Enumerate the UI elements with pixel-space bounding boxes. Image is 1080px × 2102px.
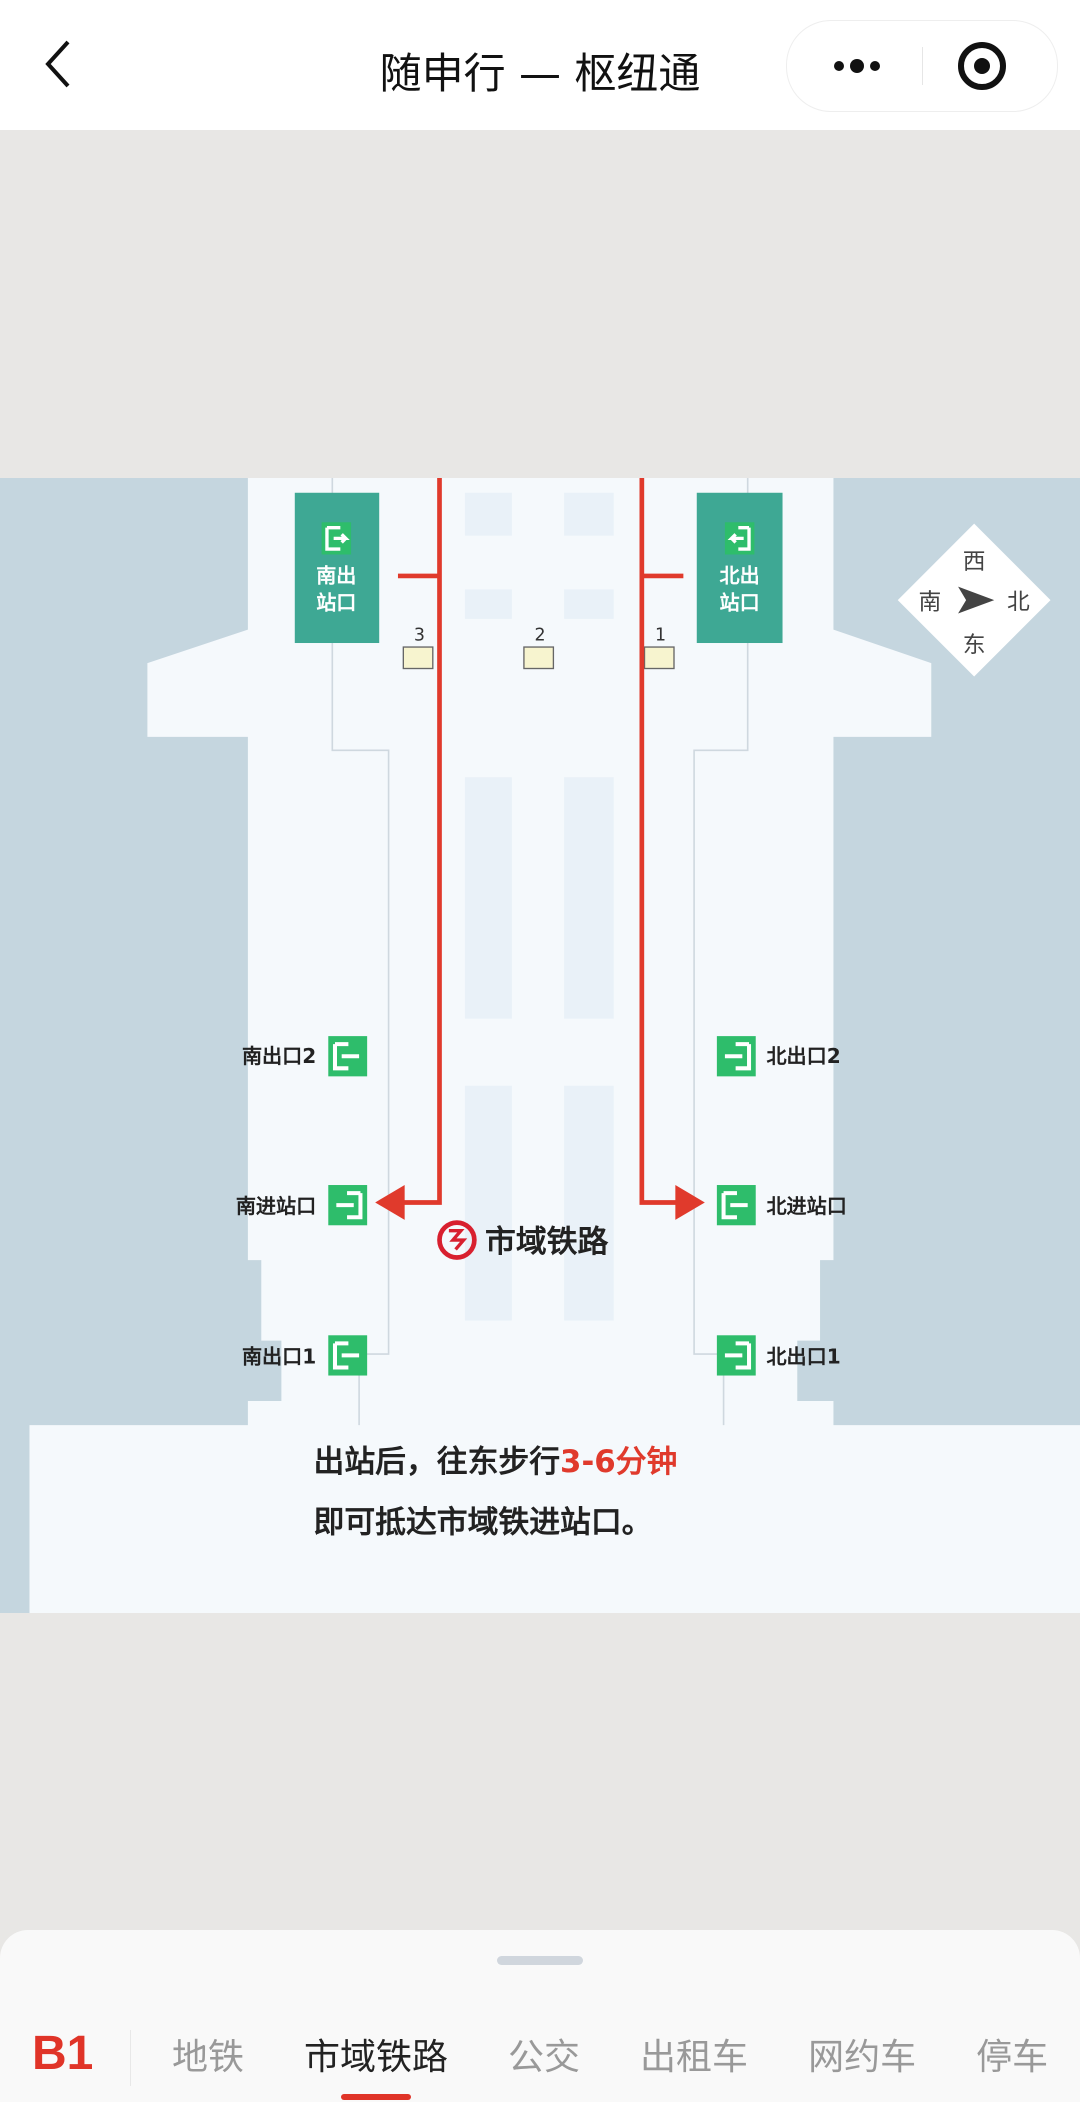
exit-icon [727, 525, 751, 551]
svg-text:南进站口: 南进站口 [236, 1194, 316, 1218]
tab-suburban-rail[interactable]: 市域铁路 [304, 2028, 448, 2100]
drag-handle[interactable] [497, 1956, 583, 1965]
floor-indicator[interactable]: B1 [32, 2027, 94, 2080]
station-floor-area [29, 478, 1080, 1613]
door-icon [402, 646, 675, 670]
svg-text:站口: 站口 [316, 590, 356, 614]
entry-north[interactable]: 北进站口 [716, 1185, 847, 1226]
svg-text:北出口1: 北出口1 [766, 1344, 840, 1368]
tab-metro[interactable]: 地铁 [172, 2037, 245, 2078]
route-lines [397, 478, 684, 1205]
tab-parking[interactable]: 停车 [976, 2037, 1049, 2078]
platforms [464, 492, 614, 1321]
suburban-rail-logo-icon [437, 1220, 477, 1260]
svg-text:即可抵达市域铁进站口。: 即可抵达市域铁进站口。 [314, 1504, 653, 1540]
svg-text:北出: 北出 [720, 564, 760, 588]
south-exit-station-sign[interactable]: 南出 站口 [294, 492, 380, 644]
svg-text:北进站口: 北进站口 [766, 1194, 846, 1218]
door-number: 1 [655, 625, 666, 645]
top-nav-bar: 随申行 — 枢纽通 [0, 0, 1080, 130]
svg-text:南: 南 [919, 589, 942, 615]
rail-label: 市域铁路 [437, 1220, 608, 1260]
exit-north-2[interactable]: 北出口2 [716, 1036, 841, 1077]
compass-arrow-icon [958, 586, 995, 614]
svg-text:南出口2: 南出口2 [242, 1044, 316, 1068]
svg-text:东: 东 [963, 632, 986, 658]
page-title: 随申行 — 枢纽通 [379, 49, 701, 98]
door-number: 2 [534, 625, 545, 645]
more-dots-icon[interactable] [817, 41, 897, 91]
svg-text:市域铁路: 市域铁路 [485, 1224, 608, 1260]
exit-south-2[interactable]: 南出口2 [242, 1036, 368, 1077]
chevron-left-icon[interactable] [38, 38, 78, 90]
tab-bus[interactable]: 公交 [508, 2037, 581, 2078]
svg-text:南出: 南出 [316, 564, 356, 588]
tab-ride-hailing[interactable]: 网约车 [808, 2037, 917, 2078]
north-exit-station-sign[interactable]: 北出 站口 [696, 492, 783, 644]
svg-text:北: 北 [1007, 589, 1030, 615]
exit-south-1[interactable]: 南出口1 [242, 1335, 368, 1376]
target-circle-icon[interactable] [952, 39, 1012, 93]
capsule-divider [922, 47, 923, 85]
mini-program-capsule [786, 20, 1058, 112]
transport-tabs: 地铁 市域铁路 公交 出租车 网约车 停车 [172, 2028, 1080, 2100]
svg-text:西: 西 [963, 549, 986, 575]
exit-north-1[interactable]: 北出口1 [716, 1335, 841, 1376]
svg-text:南出口1: 南出口1 [242, 1344, 316, 1368]
svg-text:北出口2: 北出口2 [766, 1044, 840, 1068]
exit-icon [325, 525, 350, 551]
station-floor-map[interactable]: 南出 站口 北出 站口 3 2 1 西 南 北 东 南出口2 北出口2 南进站口… [0, 478, 1080, 1613]
arrow-right-icon [675, 1185, 705, 1220]
entry-south[interactable]: 南进站口 [236, 1185, 368, 1226]
svg-text:站口: 站口 [720, 590, 760, 614]
svg-text:出站后，往东步行3-6分钟: 出站后，往东步行3-6分钟 [314, 1444, 678, 1480]
arrow-left-icon [375, 1185, 405, 1220]
doors: 3 2 1 [402, 625, 675, 670]
door-number: 3 [414, 625, 425, 645]
divider [130, 2030, 131, 2086]
walking-note: 出站后，往东步行3-6分钟 即可抵达市域铁进站口。 [314, 1444, 678, 1540]
tab-taxi[interactable]: 出租车 [640, 2037, 749, 2078]
bottom-sheet: B1 地铁 市域铁路 公交 出租车 网约车 停车 [0, 1930, 1080, 2102]
